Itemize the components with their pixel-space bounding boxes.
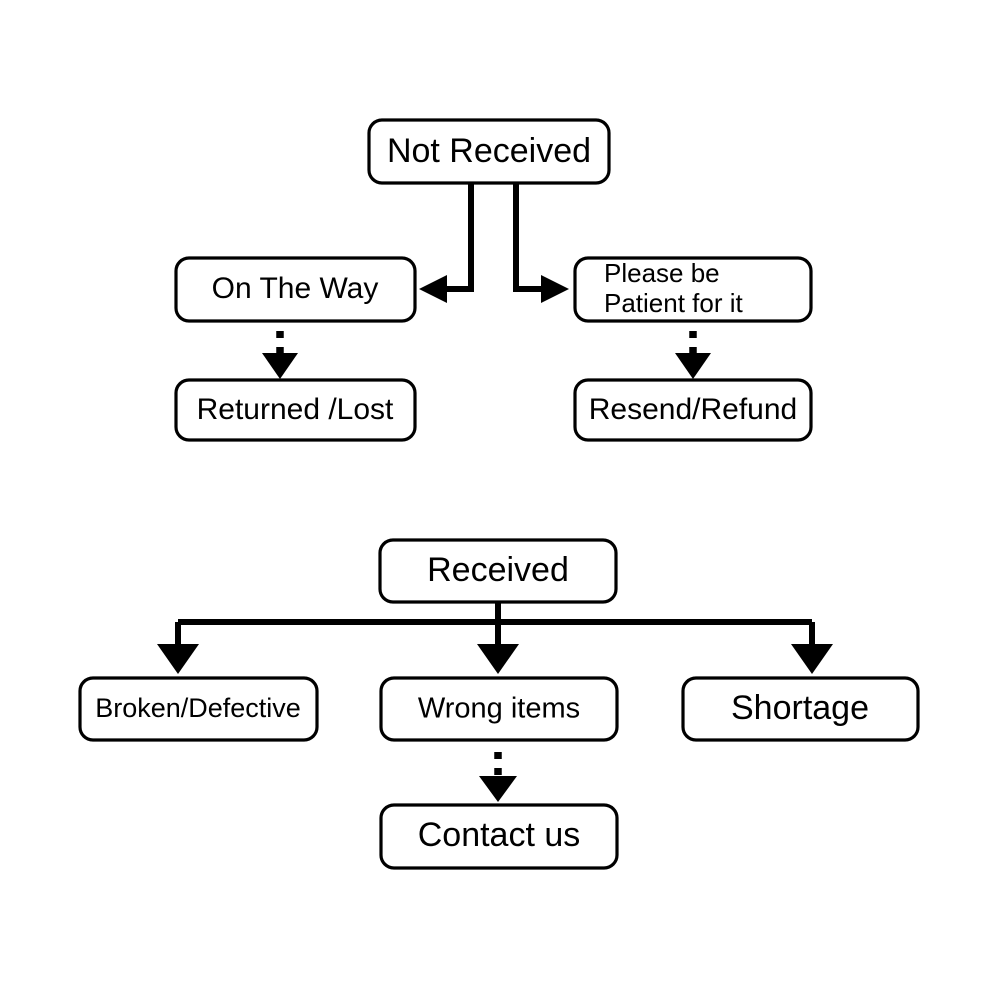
node-returned-lost-box [174, 378, 417, 442]
node-resend-refund-label: Resend/Refund [589, 393, 797, 426]
node-resend-refund-box [573, 378, 813, 442]
node-on-the-way-box [174, 256, 417, 323]
arrow-head-down-icon [262, 353, 298, 379]
node-not-received-label: Not Received [387, 132, 591, 170]
node-received[interactable]: Received [378, 538, 618, 604]
node-please-be-patient[interactable]: Please be Patient for it [573, 256, 813, 323]
node-wrong-items-box [379, 676, 619, 742]
node-shortage-box [681, 676, 920, 742]
node-contact-us-label: Contact us [418, 816, 581, 854]
arrow-head-right-icon [541, 275, 569, 303]
arrow-head-left-icon [419, 275, 447, 303]
node-please-be-patient-label-line2: Patient for it [604, 288, 744, 318]
connector-not-received-to-please-be-patient [513, 182, 569, 303]
node-received-label: Received [427, 551, 569, 589]
arrow-head-down-icon [157, 644, 199, 674]
node-received-box [378, 538, 618, 604]
node-on-the-way-label: On The Way [212, 272, 379, 305]
node-broken-defective-box [78, 676, 319, 742]
node-broken-defective-label: Broken/Defective [95, 693, 301, 723]
node-on-the-way[interactable]: On The Way [174, 256, 417, 323]
connector-not-received-to-on-the-way [419, 182, 474, 303]
node-wrong-items[interactable]: Wrong items [379, 676, 619, 742]
node-please-be-patient-box [573, 256, 813, 323]
node-not-received-box [367, 118, 611, 185]
node-shortage[interactable]: Shortage [681, 676, 920, 742]
node-returned-lost[interactable]: Returned /Lost [174, 378, 417, 442]
connector-on-the-way-to-returned-lost [262, 331, 298, 379]
connector-received-bus [157, 602, 833, 674]
arrow-head-down-icon [479, 776, 517, 802]
arrow-head-down-icon [675, 353, 711, 379]
arrow-head-down-icon [477, 644, 519, 674]
node-broken-defective[interactable]: Broken/Defective [78, 676, 319, 742]
node-contact-us[interactable]: Contact us [379, 803, 619, 870]
node-wrong-items-label: Wrong items [418, 693, 580, 725]
node-resend-refund[interactable]: Resend/Refund [573, 378, 813, 442]
node-please-be-patient-label-line1: Please be [604, 258, 720, 288]
node-shortage-label: Shortage [731, 689, 869, 727]
connector-please-be-patient-to-resend-refund [675, 331, 711, 379]
node-contact-us-box [379, 803, 619, 870]
node-not-received[interactable]: Not Received [367, 118, 611, 185]
arrow-head-down-icon [791, 644, 833, 674]
connector-wrong-items-to-contact-us [479, 752, 517, 802]
node-returned-lost-label: Returned /Lost [197, 393, 394, 426]
